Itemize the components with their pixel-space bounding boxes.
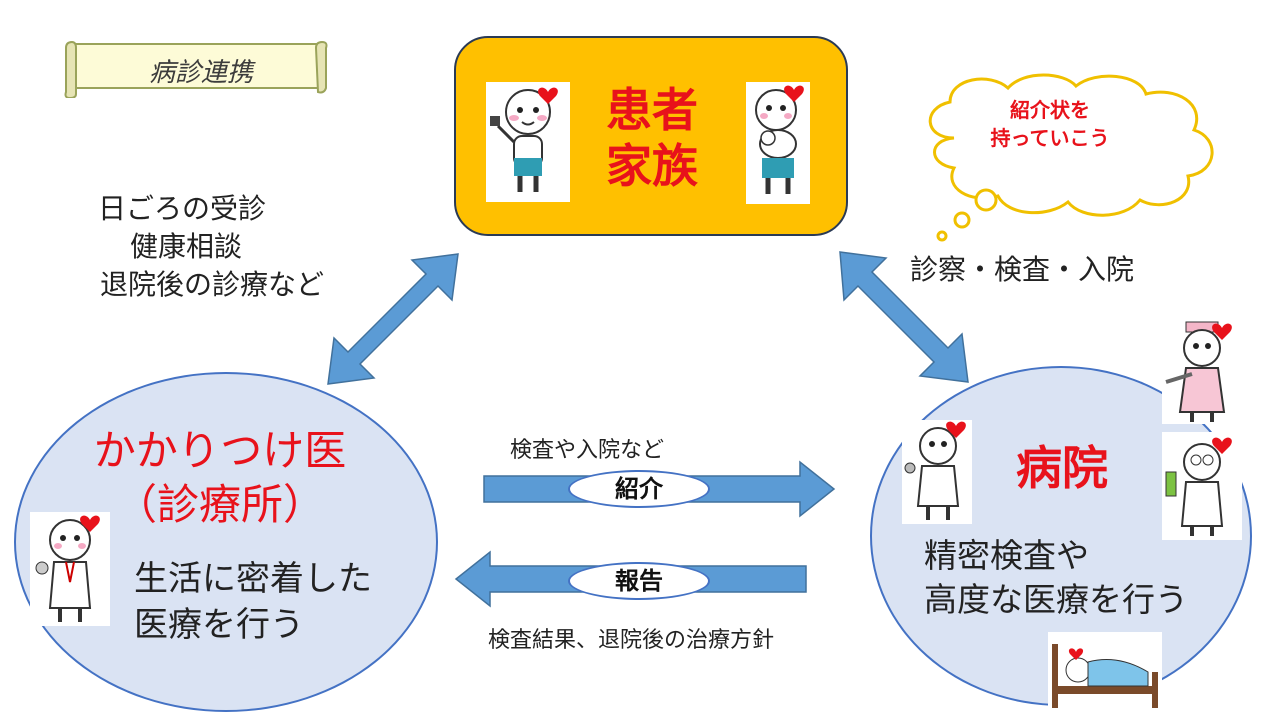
left-note-line-1: 日ごろの受診 <box>98 192 267 225</box>
patient-line-1: 患者 <box>606 83 698 137</box>
diagram-title: 病診連携 <box>148 58 253 88</box>
patient-figure <box>486 82 570 202</box>
clinic-title-line-1: かかりつけ医 <box>93 426 347 475</box>
referral-label: 紹介 <box>568 470 710 508</box>
double-arrow-icon <box>839 251 969 383</box>
thought-bubble-line-1: 紹介状を <box>1010 98 1090 122</box>
title-scroll <box>64 40 328 98</box>
hospital-title: 病院 <box>1016 441 1108 495</box>
clinic-description: 生活に密着した 医療を行う <box>134 556 414 648</box>
left-note-line-2: 健康相談 <box>130 230 243 263</box>
clinic-title-line-2: （診療所） <box>114 480 325 529</box>
clinic-desc-line-1: 生活に密着した <box>134 559 372 599</box>
thought-bubble-line-2: 持っていこう <box>990 126 1110 150</box>
clinic-ellipse <box>14 372 438 712</box>
hospital-desc-line-2: 高度な医療を行う <box>924 580 1188 619</box>
heart-icon <box>1068 648 1084 660</box>
heart-icon <box>1212 437 1232 454</box>
thought-bubble-text: 紹介状を 持っていこう <box>975 96 1125 152</box>
double-arrow-icon <box>327 253 459 385</box>
heart-icon <box>1212 323 1232 340</box>
thought-bubble-icon <box>928 73 1214 242</box>
patient-title: 患者 家族 <box>586 82 718 194</box>
left-note-line-3: 退院後の診療など <box>100 268 325 301</box>
clinic-title: かかりつけ医 （診療所） <box>60 424 380 532</box>
report-label: 報告 <box>568 562 710 600</box>
patient-line-2: 家族 <box>606 139 698 193</box>
left-note: 日ごろの受診 健康相談 退院後の診療など <box>80 190 380 304</box>
bed-icon <box>1048 632 1162 712</box>
clinic-desc-line-2: 医療を行う <box>134 605 304 645</box>
hospital-desc-line-1: 精密検査や <box>924 536 1089 575</box>
nurse-figure <box>1162 318 1242 424</box>
referral-note: 検査や入院など <box>510 438 665 463</box>
right-note: 診察・検査・入院 <box>910 253 1135 286</box>
doctor-figure <box>30 512 110 626</box>
doctor-figure <box>902 420 972 524</box>
lab-figure <box>1162 432 1242 540</box>
heart-icon <box>538 87 558 104</box>
report-note: 検査結果、退院後の治療方針 <box>488 628 775 653</box>
patient-figure <box>746 82 810 204</box>
heart-icon <box>784 85 804 102</box>
heart-icon <box>946 421 966 438</box>
hospital-description: 精密検査や 高度な医療を行う <box>924 534 1244 622</box>
heart-icon <box>80 515 100 532</box>
